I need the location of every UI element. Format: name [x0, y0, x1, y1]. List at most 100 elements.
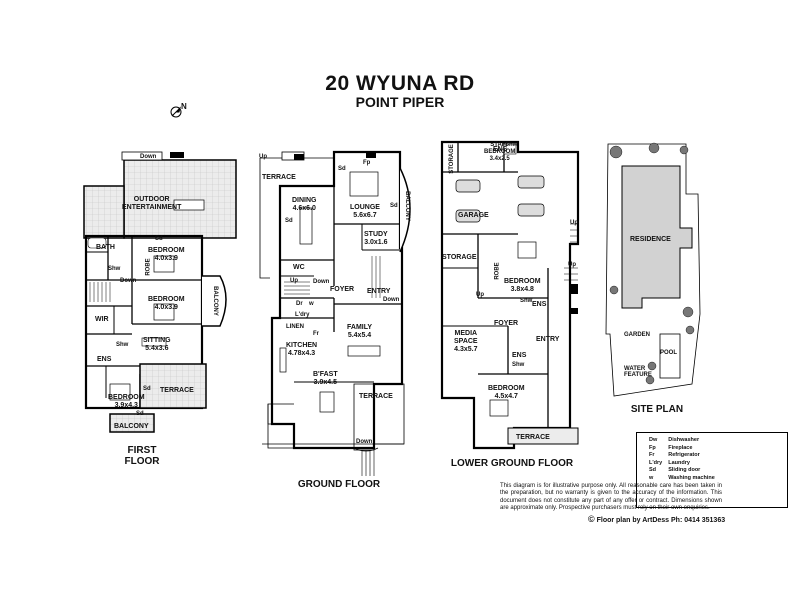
gf-w: w	[309, 301, 314, 307]
gf-down-2: Down	[383, 297, 400, 303]
gf-dr: Dr	[296, 301, 303, 307]
gf-terrace-top: TERRACE	[262, 174, 296, 181]
legend-meaning: Laundry	[668, 459, 690, 466]
lg-entry: ENTRY	[536, 336, 560, 343]
legend-row: Fp Fireplace	[649, 445, 721, 453]
lg-robe: ROBE	[494, 262, 501, 280]
first-floor-plan	[83, 151, 237, 433]
gf-down-3: Down	[356, 439, 373, 445]
gf-fr: Fr	[313, 331, 319, 337]
legend-meaning: Fireplace	[668, 444, 693, 451]
ff-balcony-side: BALCONY	[211, 286, 218, 316]
legend-meaning: Dishwasher	[668, 437, 700, 443]
legend-abbr: Dw	[649, 437, 658, 443]
credit-line: © Floor plan by ArtDess Ph: 0414 351363	[588, 514, 726, 524]
lg-ens-2: ENS	[532, 301, 547, 308]
north-label: N	[181, 102, 187, 111]
lg-foyer: FOYER	[494, 320, 519, 327]
ff-shw: Shw	[108, 266, 121, 272]
gf-terrace-bottom: TERRACE	[359, 393, 393, 400]
lower-ground-floor-plan	[440, 140, 580, 450]
gf-sd-1: Sd	[285, 218, 293, 224]
lg-up-3: Up	[568, 262, 576, 268]
site-water-feature: WATER FEATURE	[624, 366, 652, 378]
ff-sd-1: Sd	[155, 236, 163, 242]
gf-sd-3: Sd	[390, 203, 398, 209]
disclaimer-text: This diagram is for illustrative purpose…	[500, 483, 722, 512]
legend-abbr: Fp	[649, 444, 656, 451]
site-plan	[605, 142, 701, 397]
legend-meaning: Washing machine	[668, 474, 715, 481]
gf-down: Down	[313, 279, 330, 285]
legend-abbr: Fr	[649, 452, 655, 458]
north-compass-icon	[170, 106, 182, 118]
ground-floor-label: GROUND FLOOR	[297, 479, 381, 490]
site-residence: RESIDENCE	[630, 236, 671, 243]
legend-abbr: Sd	[649, 467, 657, 473]
legend-abbr: w	[649, 474, 654, 481]
lg-shw-2: Shw	[520, 298, 533, 304]
copyright-icon: ©	[588, 514, 595, 524]
gf-up: Up	[259, 154, 267, 160]
lg-garage: GARAGE	[458, 212, 489, 219]
lower-ground-floor-label: LOWER GROUND FLOOR	[450, 458, 574, 469]
property-address: 20 WYUNA RD	[325, 72, 475, 95]
gf-entry: ENTRY	[367, 288, 391, 295]
gf-balcony: BALCONY	[403, 191, 410, 221]
ff-down-mid: Down	[120, 278, 137, 284]
lg-storage-1: STORAGE	[448, 144, 455, 174]
ff-balcony-bottom: BALCONY	[114, 423, 149, 430]
lg-ens: ENS	[493, 146, 508, 153]
legend-row: Sd Sliding door	[649, 467, 721, 475]
site-garden: GARDEN	[624, 332, 651, 338]
ff-terrace: TERRACE	[160, 387, 194, 394]
ff-bath: BATH	[96, 244, 115, 251]
site-pool: POOL	[660, 350, 678, 356]
site-plan-label: SITE PLAN	[630, 404, 684, 415]
legend-abbr: L'dry	[649, 459, 663, 466]
legend-row: Dw Dishwasher	[649, 437, 721, 445]
legend-meaning: Sliding door	[668, 467, 701, 473]
lg-shw-3: Shw	[512, 362, 525, 368]
legend-row: L'dry Laundry	[649, 460, 721, 468]
ground-floor-plan	[259, 150, 411, 476]
ff-sd-3: Sd	[136, 411, 144, 417]
gf-up-2: Up	[290, 278, 298, 284]
ff-robe: ROBE	[145, 258, 152, 276]
gf-ldry: L'dry	[295, 312, 310, 318]
ff-wir: WIR	[95, 316, 109, 323]
legend-row: Fr Refrigerator	[649, 452, 721, 460]
gf-sd-2: Sd	[338, 166, 346, 172]
gf-fp: Fp	[363, 160, 371, 166]
legend-row: w Washing machine	[649, 475, 721, 483]
lg-storage-2: STORAGE	[442, 254, 477, 261]
legend-meaning: Refrigerator	[668, 452, 700, 458]
property-suburb: POINT PIPER	[355, 94, 445, 110]
lg-up-2: Up	[476, 292, 484, 298]
first-floor-label: FIRST FLOOR	[124, 445, 160, 467]
ff-ens: ENS	[97, 356, 112, 363]
lg-shw: Shw	[505, 142, 518, 148]
gf-wc: WC	[293, 264, 305, 271]
ff-sd-2: Sd	[143, 386, 151, 392]
lg-up: Up	[570, 220, 578, 226]
lg-terrace: TERRACE	[516, 434, 550, 441]
ff-down-top: Down	[140, 154, 157, 160]
ff-shw-2: Shw	[116, 342, 129, 348]
gf-foyer: FOYER	[330, 286, 355, 293]
